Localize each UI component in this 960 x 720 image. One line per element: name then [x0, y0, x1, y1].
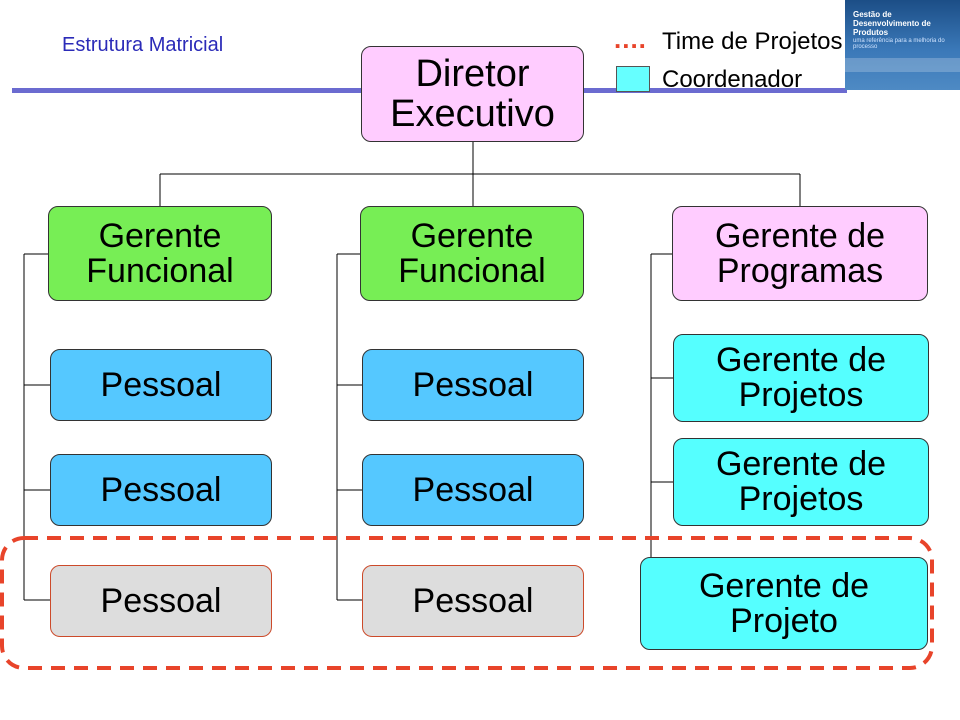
functional-manager-2: Gerente Funcional	[360, 206, 584, 301]
logo-band	[845, 58, 960, 72]
functional-manager-1: Gerente Funcional	[48, 206, 272, 301]
team-staff-box: Pessoal	[50, 565, 272, 637]
coordinator-legend-swatch	[616, 66, 650, 92]
logo-title: Gestão de Desenvolvimento de Produtos	[853, 10, 960, 37]
coordinator-legend-label: Coordenador	[662, 66, 803, 93]
staff-box: Pessoal	[362, 349, 584, 421]
logo-line-2: Desenvolvimento de Produtos	[853, 19, 931, 37]
staff-box: Pessoal	[50, 349, 272, 421]
slide-title: Estrutura Matricial	[62, 34, 224, 56]
director-box: Diretor Executivo	[361, 46, 584, 142]
logo-line-1: Gestão de	[853, 10, 892, 19]
staff-box: Pessoal	[50, 454, 272, 526]
staff-box: Pessoal	[362, 454, 584, 526]
team-legend-label: Time de Projetos	[662, 28, 843, 55]
project-coordinator-box: Gerente de Projeto	[640, 557, 928, 650]
program-manager: Gerente de Programas	[672, 206, 928, 301]
project-manager-box: Gerente de Projetos	[673, 334, 929, 422]
team-staff-box: Pessoal	[362, 565, 584, 637]
team-legend-marker: ....	[614, 24, 647, 54]
logo-subtitle: uma referência para a melhoria do proces…	[853, 38, 945, 50]
project-manager-box: Gerente de Projetos	[673, 438, 929, 526]
project-team-outline	[0, 536, 934, 670]
book-logo: Gestão de Desenvolvimento de Produtos um…	[845, 0, 960, 90]
